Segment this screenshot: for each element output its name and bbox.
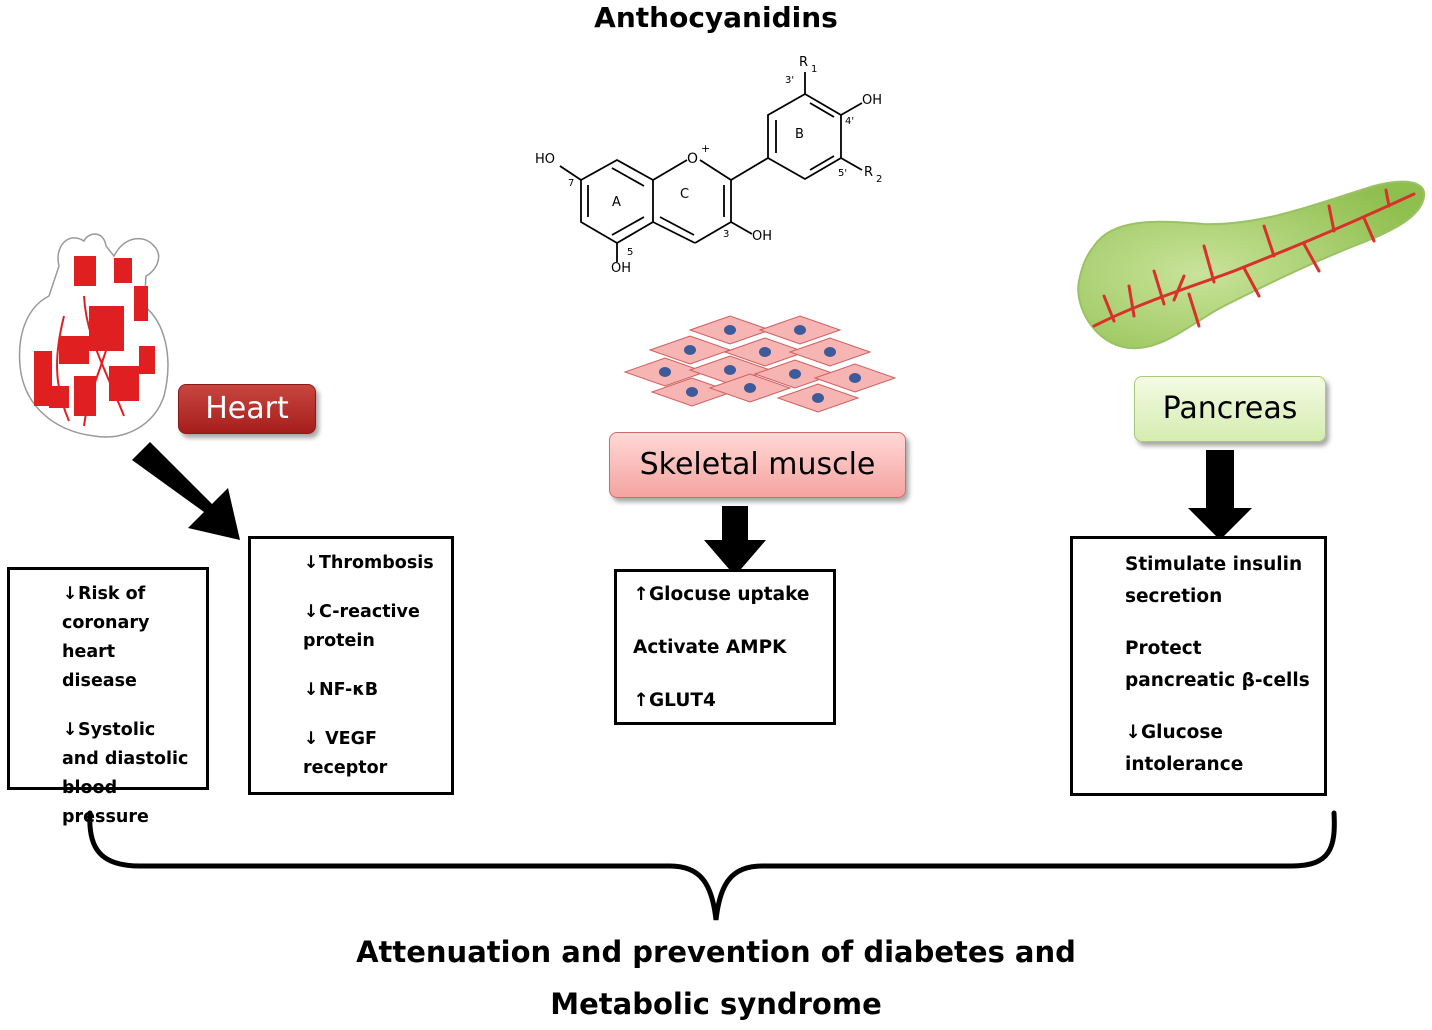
muscle-cells-icon — [623, 315, 897, 413]
oh-5-label: OH — [611, 261, 631, 276]
curly-brace — [87, 810, 1337, 921]
oh-4p-label: OH — [862, 93, 882, 108]
up-arrow-icon: ↑ — [633, 690, 649, 711]
down-arrow-icon: ↓ — [1125, 722, 1141, 743]
oxygen-label: O — [687, 151, 698, 167]
muscle-effects-box: ↑Glocuse uptake Activate AMPK ↑GLUT4 — [614, 569, 836, 725]
down-arrow-icon: ↓ — [303, 680, 319, 700]
effect-ampk: Activate AMPK — [633, 633, 823, 662]
effect-crp: ↓C-reactive protein — [303, 598, 441, 656]
effect-blood-pressure: ↓Systolic and diastolic blood pressure — [62, 716, 192, 832]
effect-text: Protect pancreatic β-cells — [1125, 638, 1310, 691]
oh-3-label: OH — [752, 229, 772, 244]
effect-text: Risk of coronary heart disease — [62, 584, 150, 691]
effect-nfkb: ↓NF-κB — [303, 676, 441, 705]
pancreas-label: Pancreas — [1134, 376, 1326, 442]
pos-4p-label: 4' — [845, 116, 854, 127]
effect-text: GLUT4 — [649, 690, 716, 711]
ho-7-label: HO — [535, 152, 555, 167]
effect-vegf: ↓ VEGF receptor — [303, 725, 441, 783]
effect-glut4: ↑GLUT4 — [633, 686, 823, 715]
heart-effects-box-2: ↓Thrombosis ↓C-reactive protein ↓NF-κB ↓… — [248, 536, 454, 795]
pos-5p-label: 5' — [838, 168, 847, 179]
ring-a-label: A — [612, 195, 621, 210]
effect-text: Glucose intolerance — [1125, 722, 1244, 775]
heart-effects-box-1: ↓Risk of coronary heart disease ↓Systoli… — [7, 567, 209, 827]
pancreas-icon — [1077, 180, 1426, 350]
effect-text: NF-κB — [319, 680, 379, 700]
effect-text: Activate AMPK — [633, 637, 787, 658]
footer-line-1: Attenuation and prevention of diabetes a… — [356, 935, 1076, 969]
heart-label: Heart — [178, 384, 316, 434]
charge-label: + — [701, 142, 710, 155]
r1-sub: 1 — [811, 64, 817, 75]
r2-label: R — [864, 165, 873, 180]
anthocyanidin-structure: HO 7 A C B O + 5 OH 3 OH 3' R 1 4' OH 5'… — [535, 55, 882, 276]
pancreas-arrow — [1188, 450, 1252, 540]
pos-5-label: 5 — [627, 247, 633, 258]
r1-label: R — [799, 55, 808, 70]
ring-b-label: B — [795, 127, 804, 142]
pancreas-effects-box: Stimulate insulin secretion Protect panc… — [1070, 536, 1327, 796]
effect-text: Thrombosis — [319, 553, 434, 573]
down-arrow-icon: ↓ — [62, 720, 78, 740]
down-arrow-icon: ↓ — [62, 584, 78, 604]
effect-insulin: Stimulate insulin secretion — [1125, 549, 1314, 613]
heart-arrow — [132, 442, 240, 540]
footer-line-2: Metabolic syndrome — [550, 987, 882, 1021]
effect-beta-cells: Protect pancreatic β-cells — [1125, 633, 1314, 697]
pos-3-label: 3 — [723, 229, 729, 240]
effect-text: C-reactive protein — [303, 602, 420, 651]
heart-icon — [18, 233, 169, 438]
ring-c-label: C — [680, 187, 689, 202]
effect-thrombosis: ↓Thrombosis — [303, 549, 441, 578]
down-arrow-icon: ↓ — [303, 553, 319, 573]
effect-glucose-uptake: ↑Glocuse uptake — [633, 580, 823, 609]
effect-glucose-intolerance: ↓Glucose intolerance — [1125, 717, 1314, 781]
effect-text: Systolic and diastolic blood pressure — [62, 720, 189, 827]
effect-text: VEGF receptor — [303, 729, 388, 778]
effect-coronary: ↓Risk of coronary heart disease — [62, 580, 192, 696]
pos-3p-label: 3' — [785, 75, 794, 86]
r2-sub: 2 — [876, 174, 882, 185]
down-arrow-icon: ↓ — [303, 729, 319, 749]
effect-text: Glocuse uptake — [649, 584, 810, 605]
skeletal-muscle-label: Skeletal muscle — [609, 432, 906, 498]
muscle-arrow — [704, 506, 766, 576]
effect-text: Stimulate insulin secretion — [1125, 554, 1303, 607]
diagram-title: Anthocyanidins — [594, 1, 838, 34]
up-arrow-icon: ↑ — [633, 584, 649, 605]
pos-7-label: 7 — [568, 178, 574, 189]
down-arrow-icon: ↓ — [303, 602, 319, 622]
